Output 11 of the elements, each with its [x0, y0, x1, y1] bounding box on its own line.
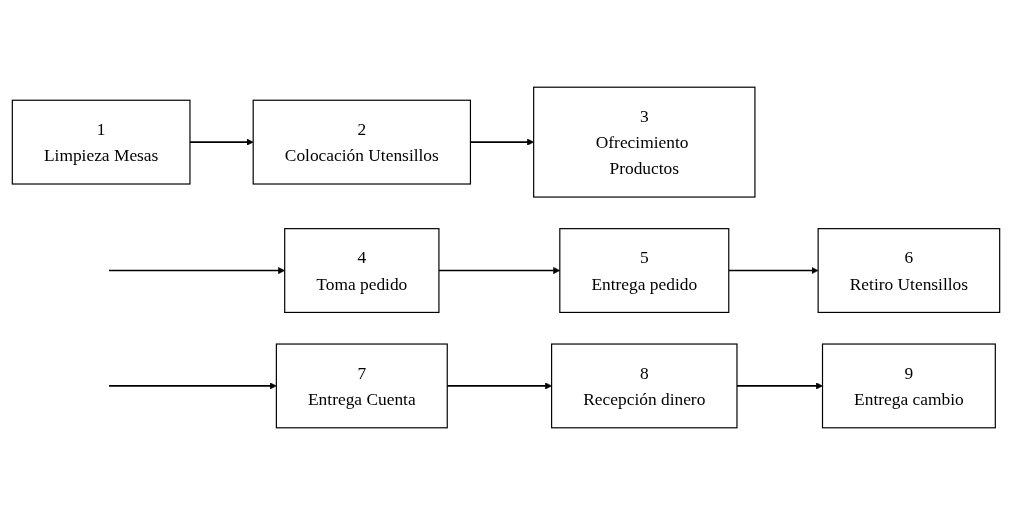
- node-box: 2 Colocación Utensillos: [252, 99, 471, 185]
- node-box: 3 Ofrecimiento Productos: [532, 86, 756, 198]
- node-box: 7 Entrega Cuenta: [275, 342, 448, 428]
- arrow: [107, 266, 285, 274]
- node-box: 1 Limpieza Mesas: [11, 99, 191, 185]
- node-box: 5 Entrega pedido: [558, 227, 729, 313]
- node-box: 8 Recepción dinero: [550, 342, 738, 428]
- node-box: 4 Toma pedido: [283, 227, 439, 313]
- arrow: [469, 138, 534, 146]
- node-box: 9 Entrega cambio: [821, 342, 996, 428]
- node-box: 6 Retiro Utensillos: [817, 227, 1000, 313]
